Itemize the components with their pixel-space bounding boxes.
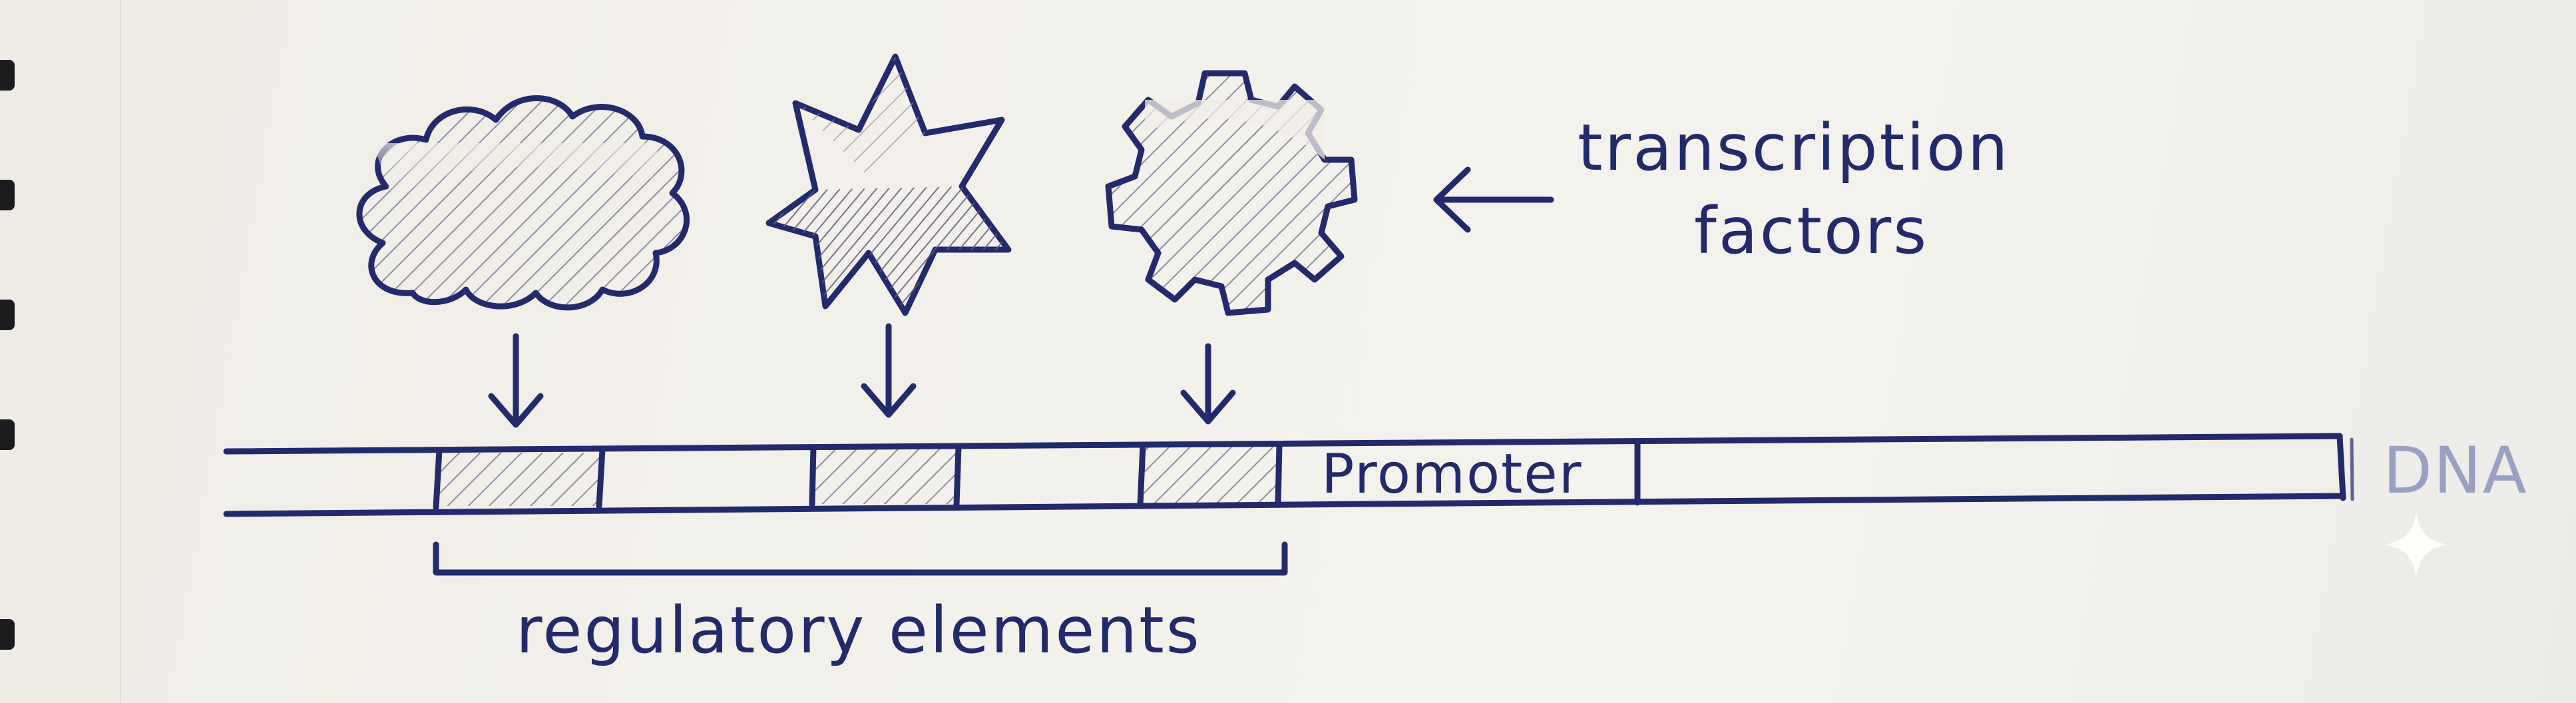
regulatory-element <box>812 447 959 504</box>
dna-top-line <box>223 433 2343 455</box>
star-icon <box>765 53 1012 316</box>
regulatory-elements-label: regulatory elements <box>516 593 1201 668</box>
gear-icon <box>1105 70 1358 316</box>
promoter-label: Promoter <box>1321 443 1582 506</box>
binding-ring <box>0 619 15 650</box>
dna-bottom-line <box>223 493 2346 517</box>
regulatory-element <box>436 453 599 506</box>
arrow-left-icon <box>1433 166 1554 233</box>
sparkle-icon <box>2386 513 2446 577</box>
dna-strand <box>223 433 2354 517</box>
binding-ring <box>0 60 15 91</box>
binding-ring <box>0 300 15 330</box>
binding-ring <box>0 419 15 450</box>
transcription-factors-label-line2: factors <box>1694 194 1928 268</box>
regulatory-element <box>1142 445 1281 505</box>
margin-line <box>120 0 121 703</box>
regulatory-elements-bracket <box>433 541 1288 576</box>
transcription-factors-label-line1: transcription <box>1578 111 2010 185</box>
dna-label: DNA <box>2383 433 2527 508</box>
binding-ring <box>0 180 15 210</box>
arrow-down-icon <box>861 323 917 418</box>
arrow-down-icon <box>1180 343 1236 425</box>
cloud-icon <box>356 95 690 311</box>
arrow-down-icon <box>488 333 544 428</box>
